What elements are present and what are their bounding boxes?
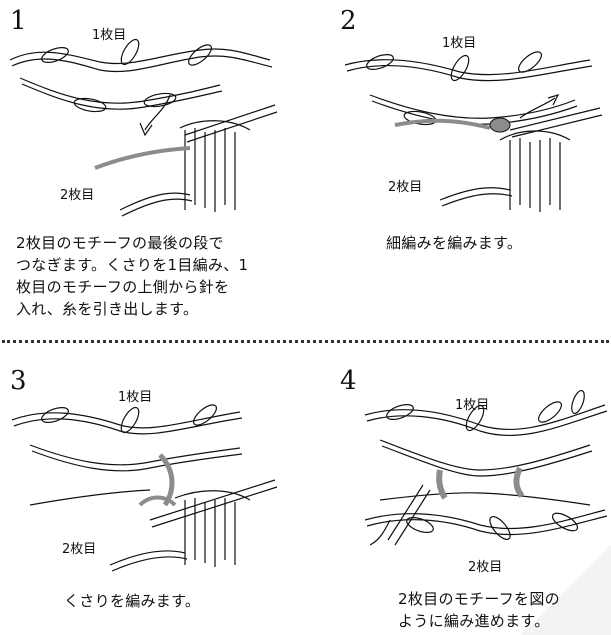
section-divider — [2, 340, 609, 343]
step-4-caption-line: ように編み進めます。 — [398, 612, 550, 630]
step-1-caption-line: 入れ、糸を引き出します。 — [16, 300, 199, 318]
step-2-label-second-motif: 2枚目 — [388, 180, 423, 195]
step-1-illustration — [9, 38, 278, 217]
step-4-number: 4 — [340, 366, 357, 396]
step-1-label-second-motif: 2枚目 — [60, 188, 95, 203]
step-3-number: 3 — [10, 366, 27, 396]
step-2-label-first-motif: 1枚目 — [442, 36, 477, 51]
step-3-label-first-motif: 1枚目 — [118, 390, 153, 405]
step-2-number: 2 — [340, 6, 357, 36]
step-1-caption-line: 2枚目のモチーフの最後の段で — [16, 234, 224, 252]
step-3-label-second-motif: 2枚目 — [62, 542, 97, 557]
step-1-number: 1 — [10, 6, 27, 36]
step-4-label-second-motif: 2枚目 — [468, 560, 503, 575]
step-1-label-first-motif: 1枚目 — [92, 28, 127, 43]
step-2-caption-line: 細編みを編みます。 — [386, 234, 523, 252]
step-1-caption-line: 枚目のモチーフの上側から針を — [16, 278, 230, 296]
step-3-illustration — [11, 404, 278, 572]
step-3-caption-line: くさりを編みます。 — [64, 592, 201, 610]
step-2-illustration — [344, 51, 603, 212]
step-4-label-first-motif: 1枚目 — [455, 398, 490, 413]
step-4-illustration — [364, 389, 608, 546]
step-1-caption-line: つなぎます。くさりを1目編み、1 — [16, 256, 249, 274]
step-4-caption-line: 2枚目のモチーフを図の — [398, 590, 560, 608]
corner-shade — [521, 545, 611, 635]
